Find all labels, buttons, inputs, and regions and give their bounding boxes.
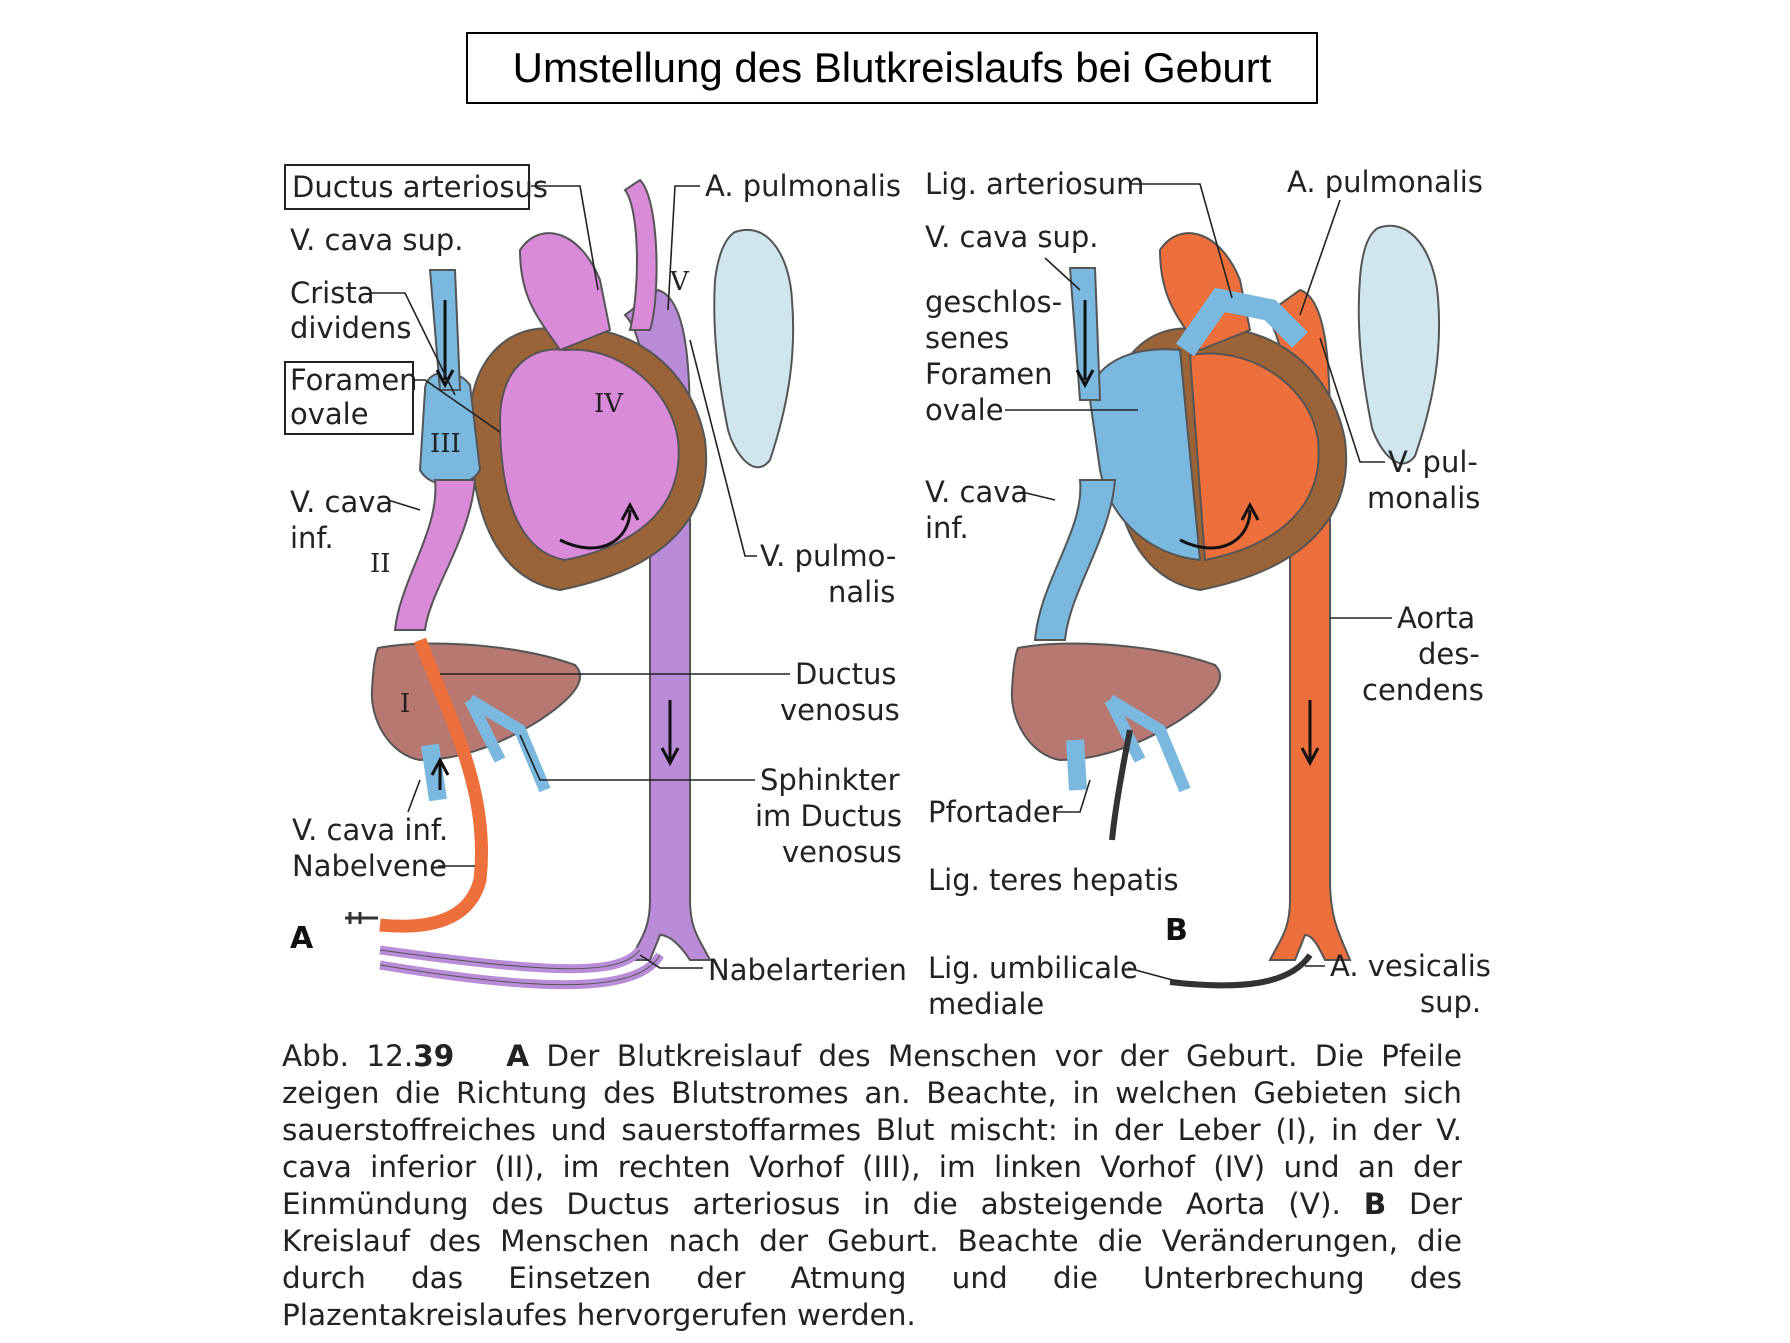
right-heart-b (1088, 348, 1202, 562)
ivc-a (393, 479, 477, 631)
clamp-icon-a (345, 912, 378, 924)
label-foramen-a1: Foramen (290, 363, 418, 397)
great-vessels-a (518, 232, 612, 352)
label-foramen-b4: ovale (925, 393, 1004, 427)
caption-b-text: Der Kreislauf des Menschen nach der Gebu… (282, 1187, 1463, 1332)
panel-letter-a: A (290, 921, 314, 956)
label-lig-arteriosum: Lig. arteriosum (925, 167, 1144, 201)
label-ductus-venosus-a2: venosus (780, 693, 900, 727)
label-v-pulmonalis-b1: V. pul- (1388, 445, 1478, 479)
label-nabelvene: Nabelvene (292, 849, 447, 883)
numeral-v: V (669, 267, 690, 297)
label-lig-umbilicale-b1: Lig. umbilicale (928, 951, 1138, 985)
caption-b-letter: B (1363, 1187, 1387, 1221)
label-a-vesicalis-b1: A. vesicalis (1330, 949, 1491, 983)
numeral-ii: II (370, 549, 391, 579)
label-v-cava-inf-a-lower: V. cava inf. (292, 813, 448, 847)
numeral-i: I (400, 689, 410, 719)
caption-fig-prefix: Abb. 12. (282, 1039, 414, 1073)
label-foramen-b3: Foramen (925, 357, 1053, 391)
label-crista-a2: dividens (290, 311, 411, 345)
label-v-cava-inf-a1: V. cava (290, 485, 393, 519)
label-v-pulmonalis-b2: monalis (1367, 481, 1480, 515)
label-crista-a1: Crista (290, 276, 374, 310)
label-pfortader: Pfortader (928, 795, 1063, 829)
label-nabelarterien: Nabelarterien (708, 953, 907, 987)
caption-a-text: Der Blutkreislauf des Menschen vor der G… (282, 1039, 1462, 1221)
caption-a-letter: A (506, 1039, 530, 1073)
label-v-pulmonalis-a1: V. pulmo- (760, 539, 896, 573)
label-v-cava-inf-b1: V. cava (925, 475, 1028, 509)
label-a-pulmonalis-b: A. pulmonalis (1287, 165, 1483, 199)
label-v-cava-inf-b2: inf. (925, 511, 969, 545)
panel-b-labels: Lig. arteriosum V. cava sup. geschlos- s… (925, 165, 1491, 1021)
lung-b (1357, 225, 1441, 465)
page-title: Umstellung des Blutkreislaufs bei Geburt (466, 32, 1318, 104)
label-ductus-arteriosus: Ductus arteriosus (292, 170, 548, 204)
label-a-vesicalis-b2: sup. (1420, 985, 1481, 1019)
label-sphinkter-a2: im Ductus (755, 799, 902, 833)
label-lig-teres: Lig. teres hepatis (928, 863, 1179, 897)
ivc-b (1033, 479, 1117, 641)
lung-a (713, 229, 795, 469)
label-aorta-b1: Aorta (1397, 601, 1475, 635)
right-atrium-a (418, 371, 482, 486)
numeral-iv: IV (594, 389, 624, 419)
caption-fig-number: 39 (413, 1039, 455, 1073)
numeral-iii: III (430, 429, 461, 459)
left-heart-b (1188, 352, 1320, 562)
label-ductus-venosus-a1: Ductus (795, 657, 897, 691)
lig-teres-b (1109, 729, 1133, 841)
label-v-cava-sup-b: V. cava sup. (925, 220, 1099, 254)
panel-a-illustration (345, 178, 795, 990)
label-sphinkter-a3: venosus (782, 835, 902, 869)
lig-umbilicale-b (1169, 953, 1313, 989)
ductus-arteriosus-box (284, 164, 530, 210)
label-foramen-b1: geschlos- (925, 285, 1062, 319)
panel-a-labels: Ductus arteriosus V. cava sup. Crista di… (284, 164, 907, 987)
label-foramen-b2: senes (925, 321, 1009, 355)
foramen-ovale-box (284, 361, 414, 435)
label-v-cava-inf-a2: inf. (290, 521, 334, 555)
label-aorta-b3: cendens (1362, 673, 1484, 707)
pulmonary-trunk-b (1175, 287, 1308, 357)
umbilical-vein-a (379, 637, 489, 933)
label-v-pulmonalis-a2: nalis (828, 575, 895, 609)
panel-b-illustration (1010, 225, 1441, 989)
label-lig-umbilicale-b2: mediale (928, 987, 1044, 1021)
figure-caption: Abb. 12.39 A Der Blutkreislauf des Mensc… (282, 1038, 1462, 1334)
label-sphinkter-a1: Sphinkter (760, 763, 900, 797)
heart-chambers-a (498, 348, 680, 562)
panel-letter-b: B (1165, 913, 1188, 948)
label-a-pulmonalis-a: A. pulmonalis (705, 169, 901, 203)
label-aorta-b2: des- (1418, 637, 1480, 671)
label-foramen-a2: ovale (290, 397, 369, 431)
label-v-cava-sup-a: V. cava sup. (290, 223, 464, 257)
